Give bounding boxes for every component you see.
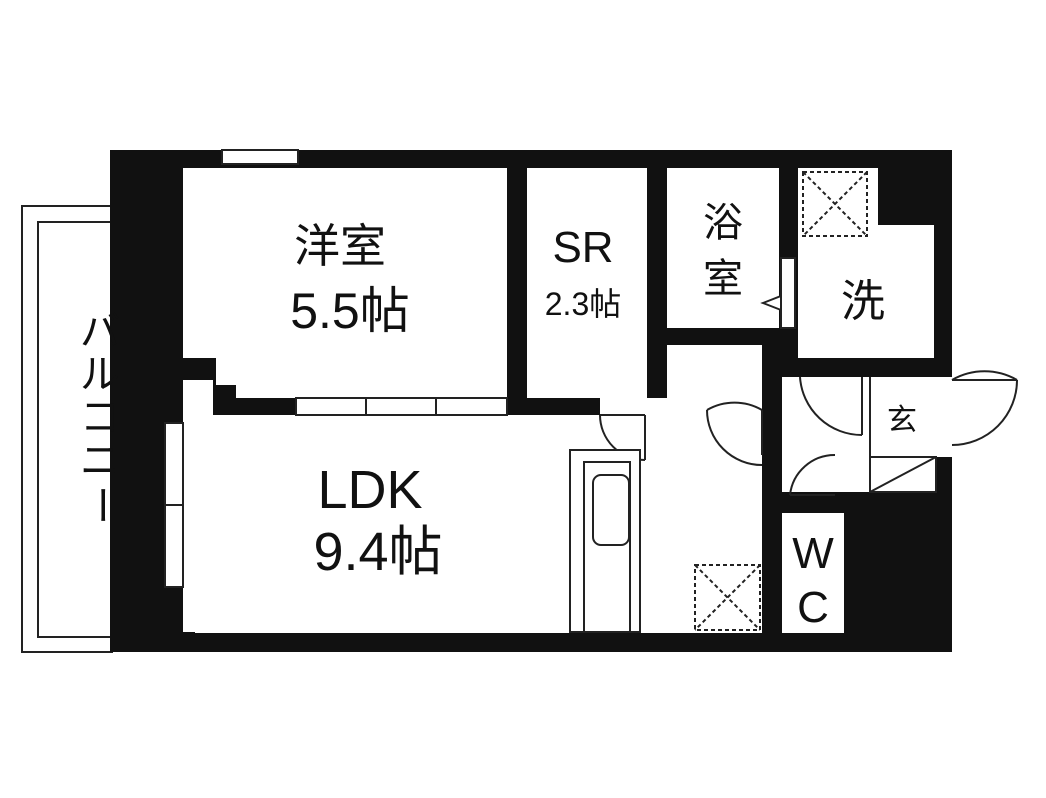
western-room-size: 5.5帖 xyxy=(290,283,410,339)
fixtures xyxy=(569,171,937,633)
bathroom-label-1: 浴 xyxy=(703,201,743,245)
balcony-char-4: ニ xyxy=(80,439,120,483)
entrance-label: 玄 xyxy=(887,404,917,437)
windows xyxy=(164,149,952,588)
balcony-char-3: コ xyxy=(80,396,120,440)
storage-room-name: SR xyxy=(552,223,613,272)
storage-room-size: 2.3帖 xyxy=(545,286,622,322)
balcony-char-2: ル xyxy=(80,353,120,397)
room-labels: 洋室 5.5帖 SR 2.3帖 浴 室 洗 玄 W C LDK 9.4帖 バ ル… xyxy=(79,201,917,632)
toilet-label-2: C xyxy=(797,583,829,632)
bathroom-label-2: 室 xyxy=(703,257,743,301)
ldk-size: 9.4帖 xyxy=(313,522,442,582)
western-room-name: 洋室 xyxy=(294,220,386,272)
toilet-label-1: W xyxy=(792,529,834,578)
ldk-name: LDK xyxy=(317,460,422,520)
washroom-label: 洗 xyxy=(841,277,885,326)
walls xyxy=(110,150,952,652)
doors xyxy=(599,257,1018,496)
balcony-char-5: ー xyxy=(79,485,123,525)
balcony-char-1: バ xyxy=(80,310,120,354)
